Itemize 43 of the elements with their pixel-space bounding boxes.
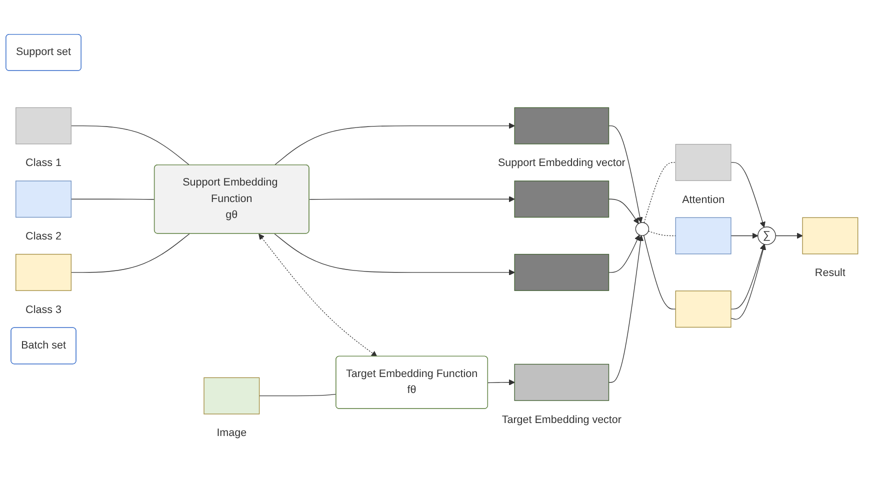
node-box [16,254,72,291]
node-bar [514,254,610,291]
arrow [608,234,640,273]
arrow [730,232,758,239]
arrow [608,125,643,223]
connector [258,394,337,396]
arrow [730,162,766,228]
arrow [730,244,766,320]
arrow [608,198,639,224]
connector [70,198,155,200]
node-label: Attention [682,194,725,206]
node-label: Support Embedding vector [498,157,626,169]
node-box [675,290,732,328]
node-label: Result [814,267,846,279]
node-label: Target Embedding vector [502,414,622,426]
arrow [775,232,803,239]
connector [70,125,190,166]
node-box [802,217,858,254]
arrow [608,235,644,383]
arrow [274,233,515,276]
node-circle: ∑ [758,226,776,245]
node-bar [514,180,610,218]
connector [648,230,676,236]
node-label: Class 3 [26,304,62,316]
arrow [258,234,378,357]
node-label: Image [216,427,247,439]
node-box [675,144,732,181]
arrow [309,196,515,202]
arrow [274,122,515,166]
node-box [204,377,260,414]
connector [643,235,676,310]
node-box [16,107,72,144]
connector [644,162,676,224]
node-label: Class 1 [26,157,62,169]
node-bar [514,364,610,401]
node-bar [514,107,610,144]
connector [70,233,190,273]
node-box [675,217,732,254]
arrow [730,244,766,310]
node-box [16,180,72,218]
node-label: Class 2 [26,230,62,242]
node-circle [635,222,650,236]
arrow [488,379,515,386]
